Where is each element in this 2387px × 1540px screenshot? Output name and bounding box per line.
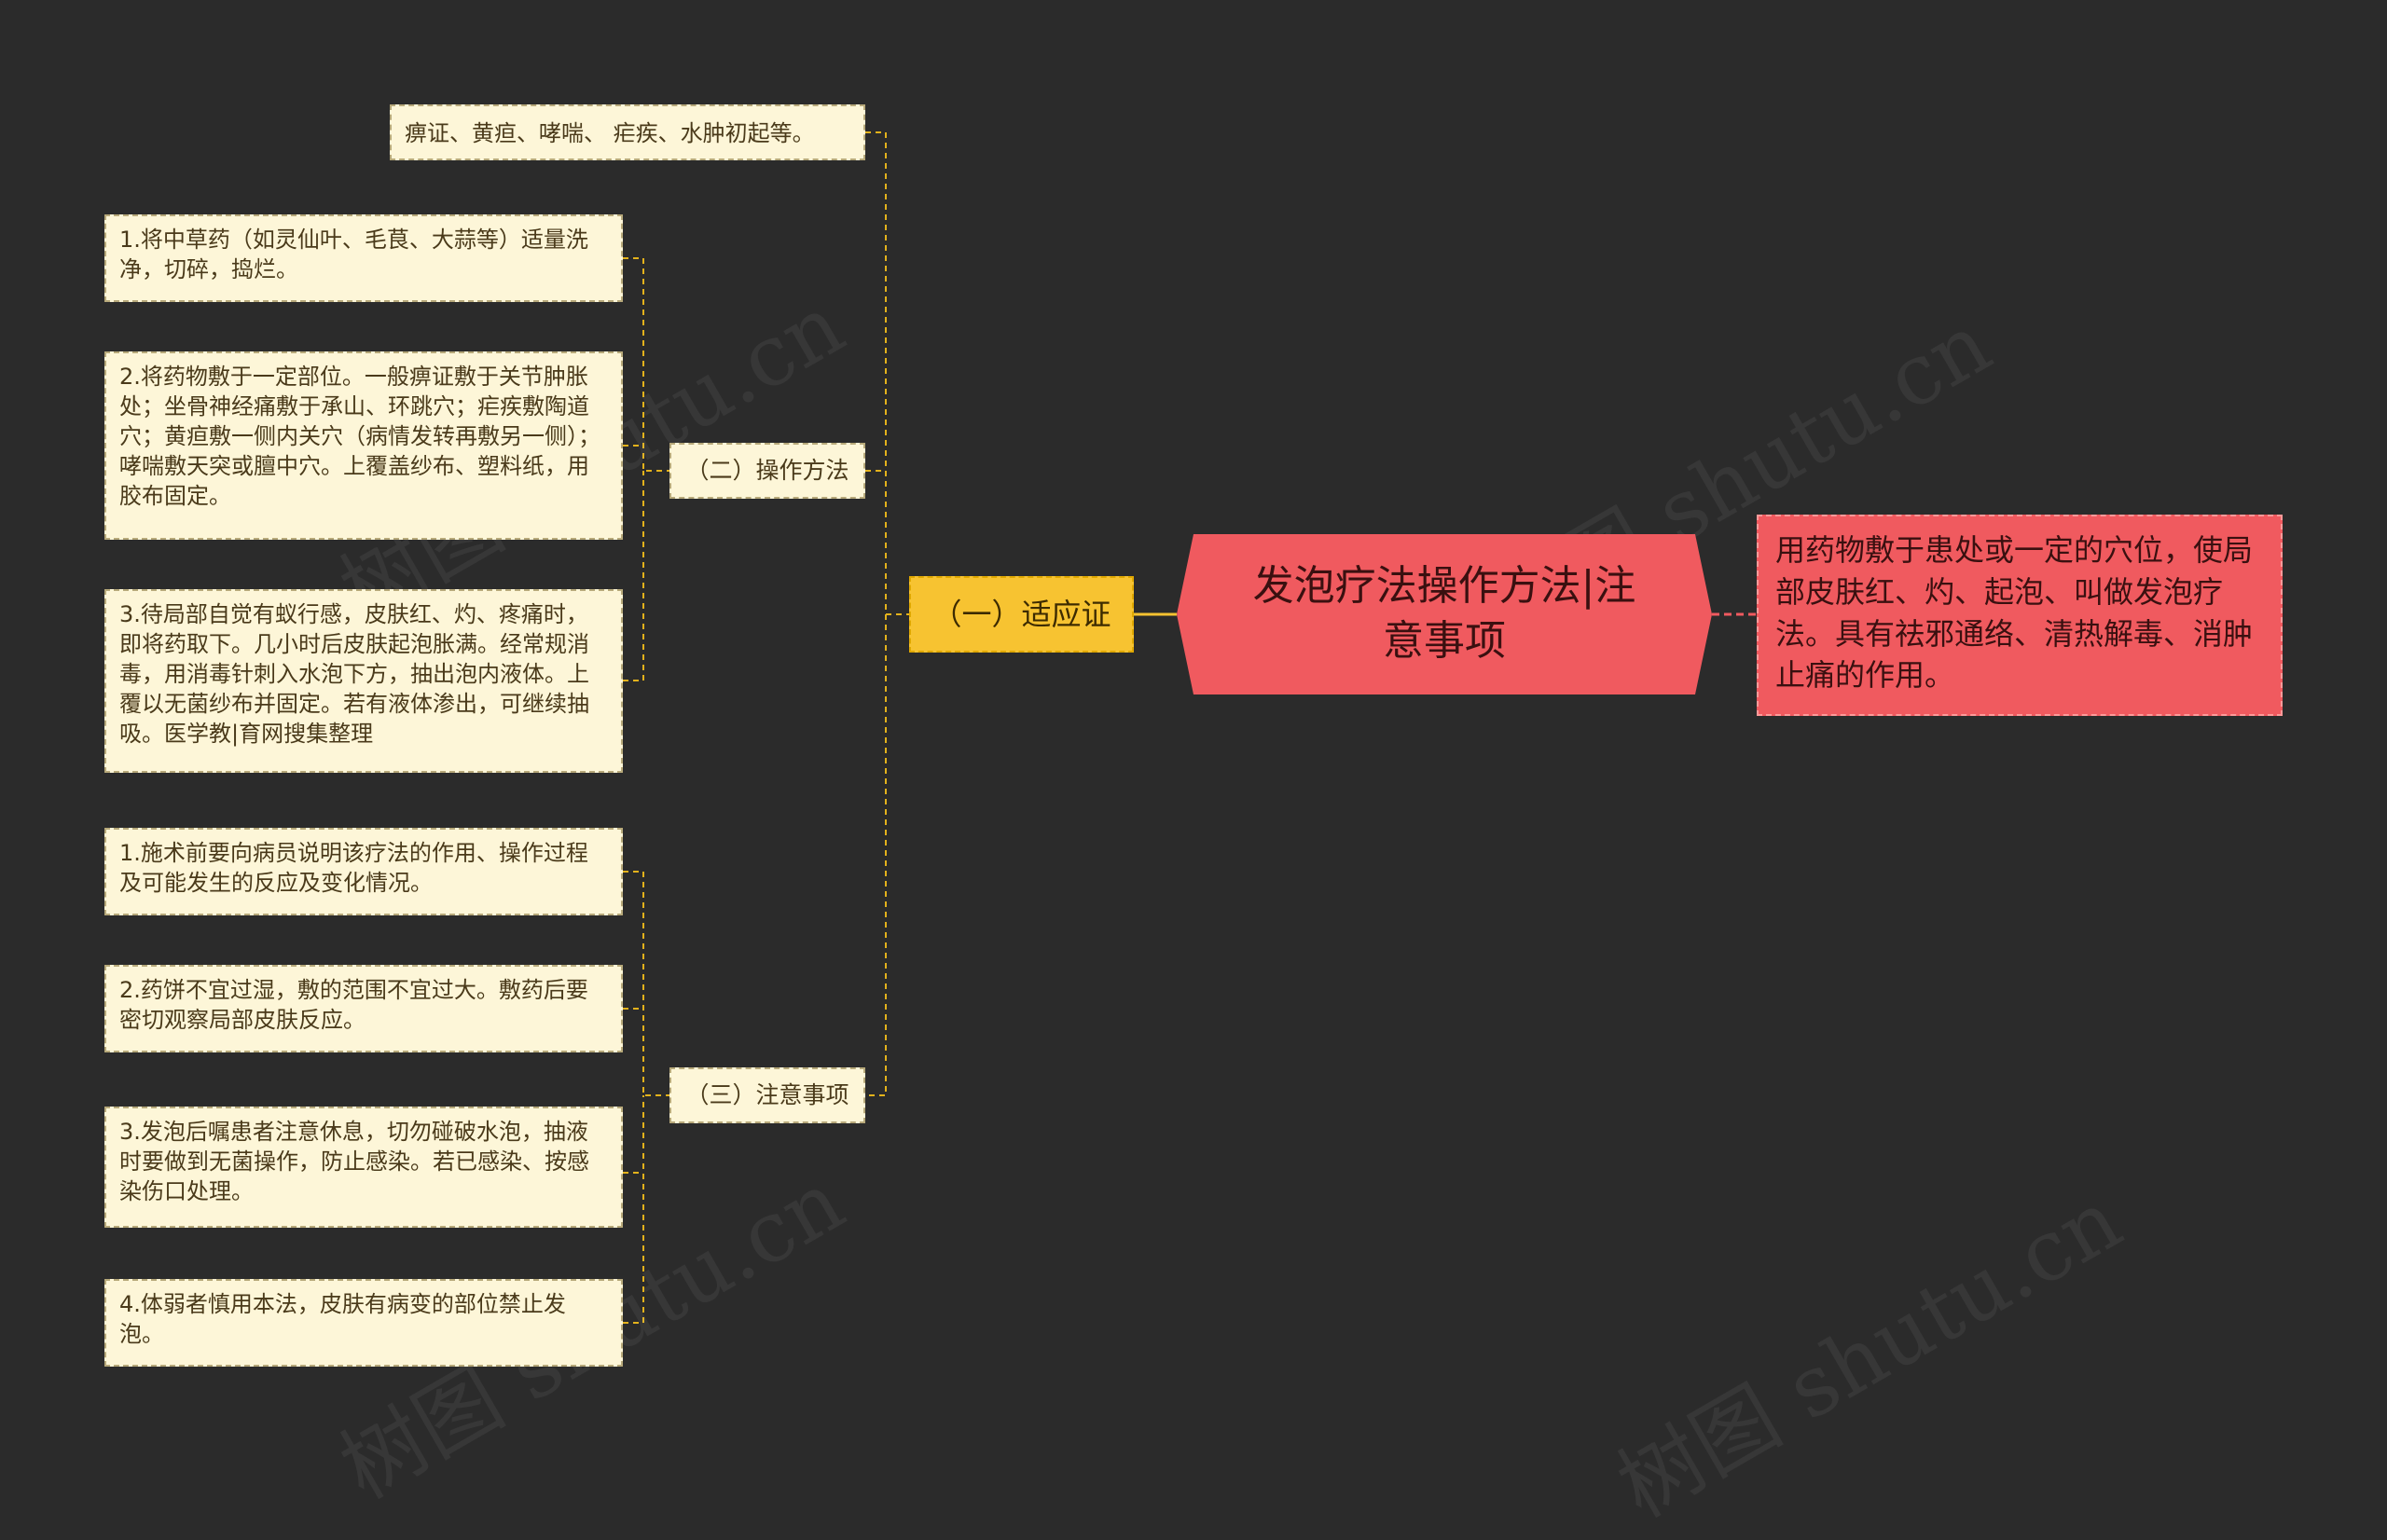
branch-methods[interactable]: （二）操作方法 bbox=[669, 443, 865, 499]
connector-indication bbox=[865, 131, 887, 1096]
root-topic[interactable]: 发泡疗法操作方法|注意事项 bbox=[1177, 534, 1712, 694]
methods-item[interactable]: 3.待局部自觉有蚁行感，皮肤红、灼、疼痛时，即将药取下。几小时后皮肤起泡胀满。经… bbox=[104, 589, 623, 773]
cautions-item-text: 1.施术前要向病员说明该疗法的作用、操作过程及可能发生的反应及变化情况。 bbox=[119, 840, 588, 896]
branch-cautions[interactable]: （三）注意事项 bbox=[669, 1067, 865, 1123]
mindmap-canvas: 树图 shutu.cn 树图 shutu.cn 树图 shutu.cn 树图 s… bbox=[104, 104, 2283, 1536]
cautions-item-text: 3.发泡后嘱患者注意休息，切勿碰破水泡，抽液时要做到无菌操作，防止感染。若已感染… bbox=[119, 1119, 589, 1204]
connector-cautions-item-1 bbox=[623, 871, 669, 1096]
root-title: 发泡疗法操作方法|注意事项 bbox=[1252, 562, 1636, 665]
root-hexagon-shape bbox=[1177, 534, 1712, 694]
connector-methods-item-3 bbox=[623, 471, 644, 681]
connector-methods-item-1 bbox=[623, 257, 669, 472]
cautions-item[interactable]: 1.施术前要向病员说明该疗法的作用、操作过程及可能发生的反应及变化情况。 bbox=[104, 828, 623, 915]
cautions-item[interactable]: 2.药饼不宜过湿，敷的范围不宜过大。敷药后要密切观察局部皮肤反应。 bbox=[104, 965, 623, 1052]
cautions-item-text: 2.药饼不宜过湿，敷的范围不宜过大。敷药后要密切观察局部皮肤反应。 bbox=[119, 977, 588, 1033]
description-node[interactable]: 用药物敷于患处或一定的穴位，使局部皮肤红、灼、起泡、叫做发泡疗法。具有祛邪通络、… bbox=[1757, 515, 2283, 716]
methods-item[interactable]: 1.将中草药（如灵仙叶、毛茛、大蒜等）适量洗净，切碎，捣烂。 bbox=[104, 214, 623, 302]
indication-node[interactable]: 痹证、黄疸、哮喘、 疟疾、水肿初起等。 bbox=[390, 104, 865, 160]
description-text: 用药物敷于患处或一定的穴位，使局部皮肤红、灼、起泡、叫做发泡疗法。具有祛邪通络、… bbox=[1775, 532, 2254, 694]
cautions-item-text: 4.体弱者慎用本法，皮肤有病变的部位禁止发泡。 bbox=[119, 1291, 566, 1347]
methods-item-text: 3.待局部自觉有蚁行感，皮肤红、灼、疼痛时，即将药取下。几小时后皮肤起泡胀满。经… bbox=[119, 601, 589, 747]
primary-branch-indications[interactable]: （一）适应证 bbox=[909, 576, 1134, 653]
methods-item[interactable]: 2.将药物敷于一定部位。一般痹证敷于关节肿胀处；坐骨神经痛敷于承山、环跳穴；疟疾… bbox=[104, 351, 623, 540]
methods-item-text: 2.将药物敷于一定部位。一般痹证敷于关节肿胀处；坐骨神经痛敷于承山、环跳穴；疟疾… bbox=[119, 364, 600, 509]
cautions-item[interactable]: 4.体弱者慎用本法，皮肤有病变的部位禁止发泡。 bbox=[104, 1279, 623, 1367]
connector-cautions-item-4 bbox=[623, 1095, 644, 1324]
branch-methods-label: （二）操作方法 bbox=[685, 457, 849, 485]
indication-text: 痹证、黄疸、哮喘、 疟疾、水肿初起等。 bbox=[405, 120, 815, 146]
cautions-item[interactable]: 3.发泡后嘱患者注意休息，切勿碰破水泡，抽液时要做到无菌操作，防止感染。若已感染… bbox=[104, 1107, 623, 1228]
primary-branch-label: （一）适应证 bbox=[931, 596, 1111, 632]
branch-cautions-label: （三）注意事项 bbox=[685, 1081, 849, 1109]
methods-item-text: 1.将中草药（如灵仙叶、毛茛、大蒜等）适量洗净，切碎，捣烂。 bbox=[119, 227, 588, 282]
connector-lines bbox=[623, 131, 1757, 1324]
